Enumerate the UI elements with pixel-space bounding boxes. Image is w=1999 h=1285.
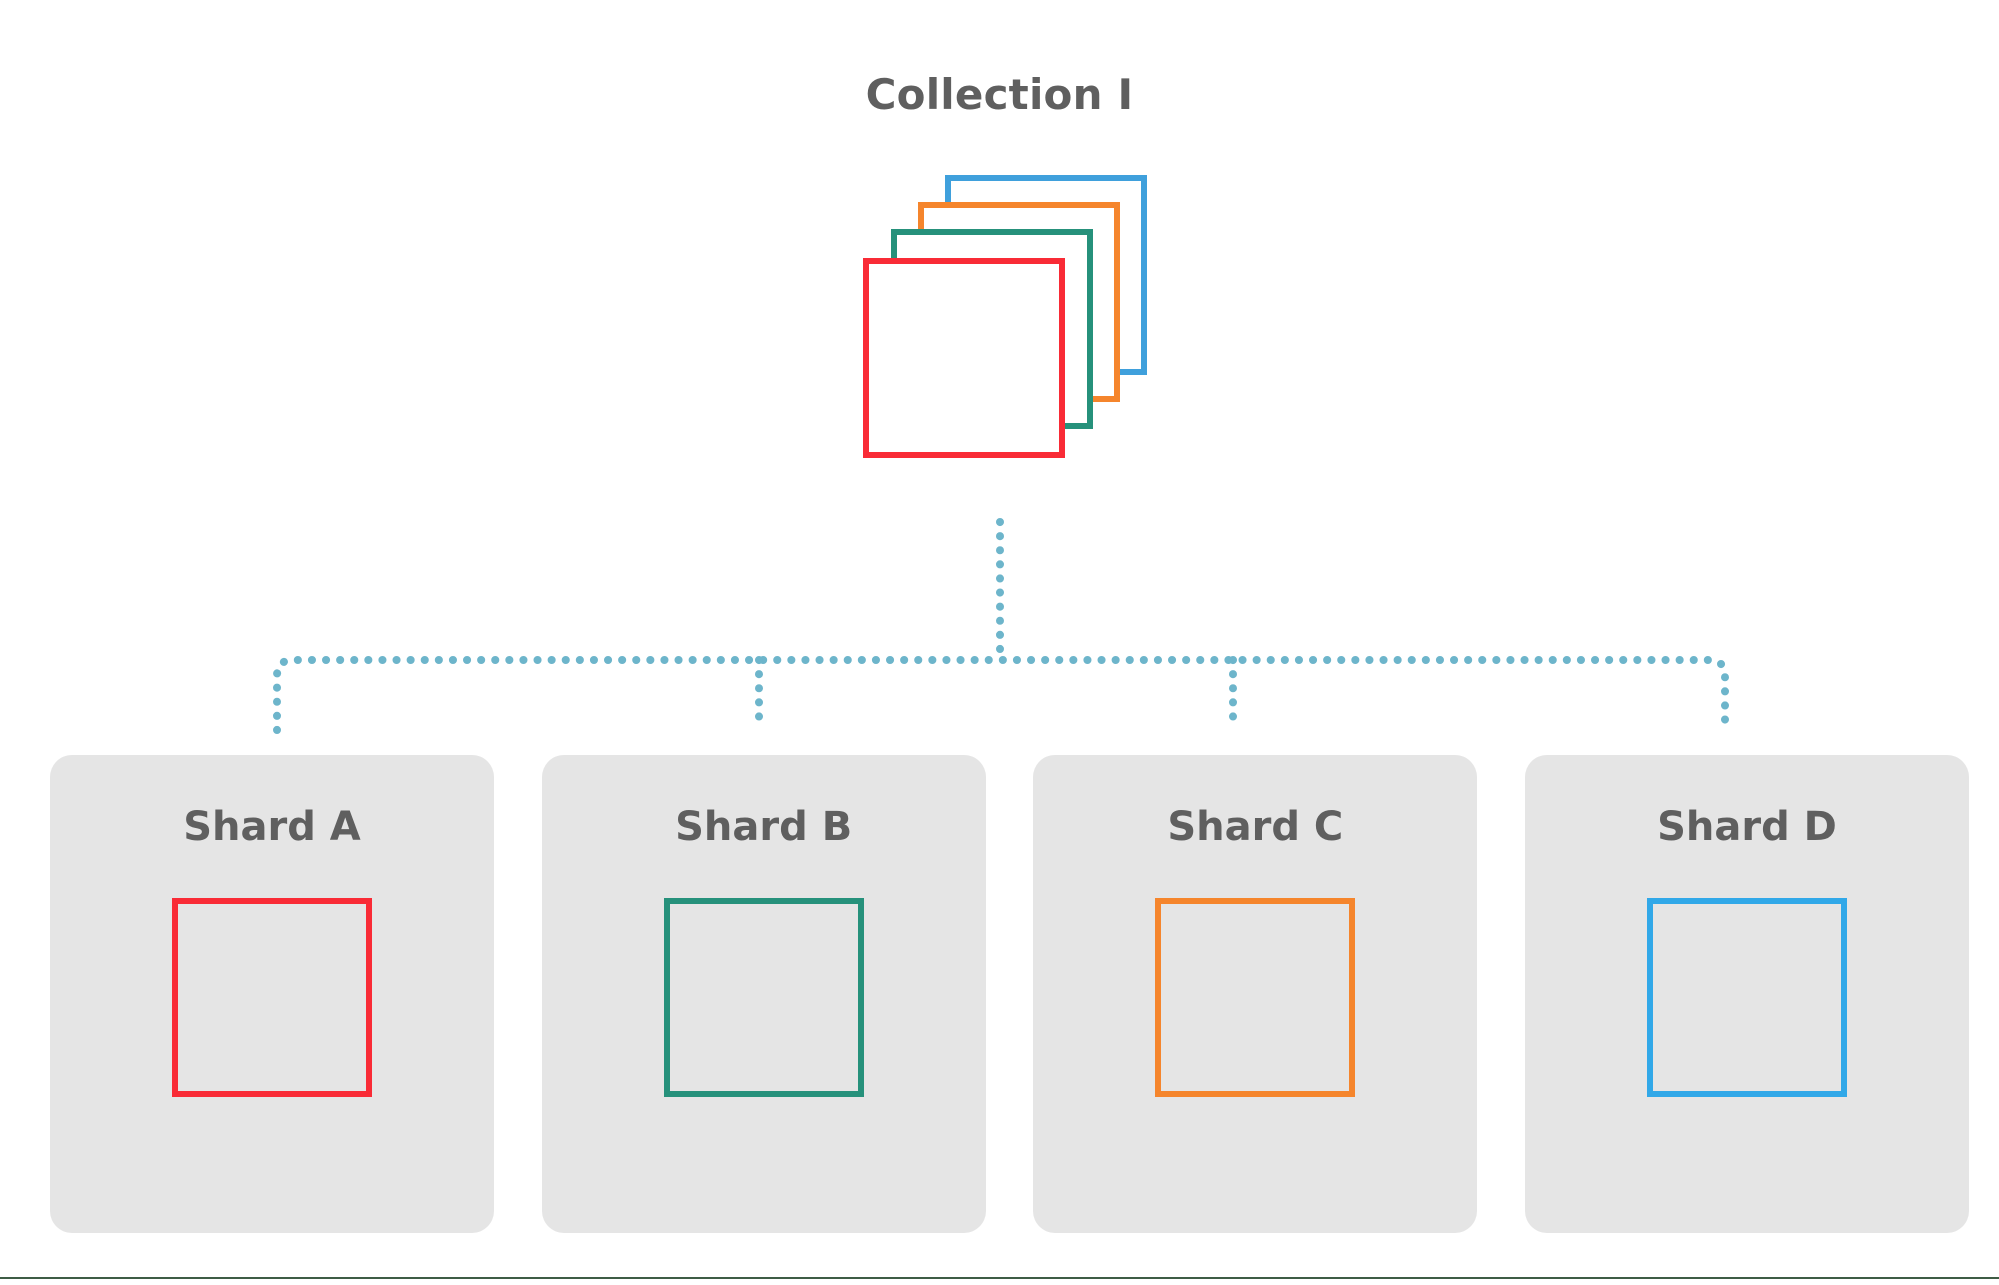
collection-stack <box>855 168 1165 468</box>
shard-title-b: Shard B <box>675 804 853 850</box>
shard-square-c <box>1155 898 1356 1097</box>
shard-title-d: Shard D <box>1657 804 1837 850</box>
shard-connector-lines <box>273 518 1729 734</box>
collection-square-red <box>863 258 1065 458</box>
shard-card-a[interactable]: Shard A <box>50 755 494 1233</box>
shard-title-a: Shard A <box>183 804 361 850</box>
shard-square-d <box>1646 898 1847 1097</box>
shard-card-d[interactable]: Shard D <box>1524 755 1969 1233</box>
shard-square-b <box>663 898 864 1097</box>
page-bottom-rule <box>0 1277 1999 1279</box>
shard-card-b[interactable]: Shard B <box>541 755 986 1233</box>
shard-title-c: Shard C <box>1167 804 1344 850</box>
shard-square-a <box>172 898 372 1097</box>
collection-title: Collection I <box>865 70 1134 119</box>
shard-row: Shard A Shard B Shard C Shard D <box>50 755 1969 1233</box>
shard-card-c[interactable]: Shard C <box>1033 755 1478 1233</box>
